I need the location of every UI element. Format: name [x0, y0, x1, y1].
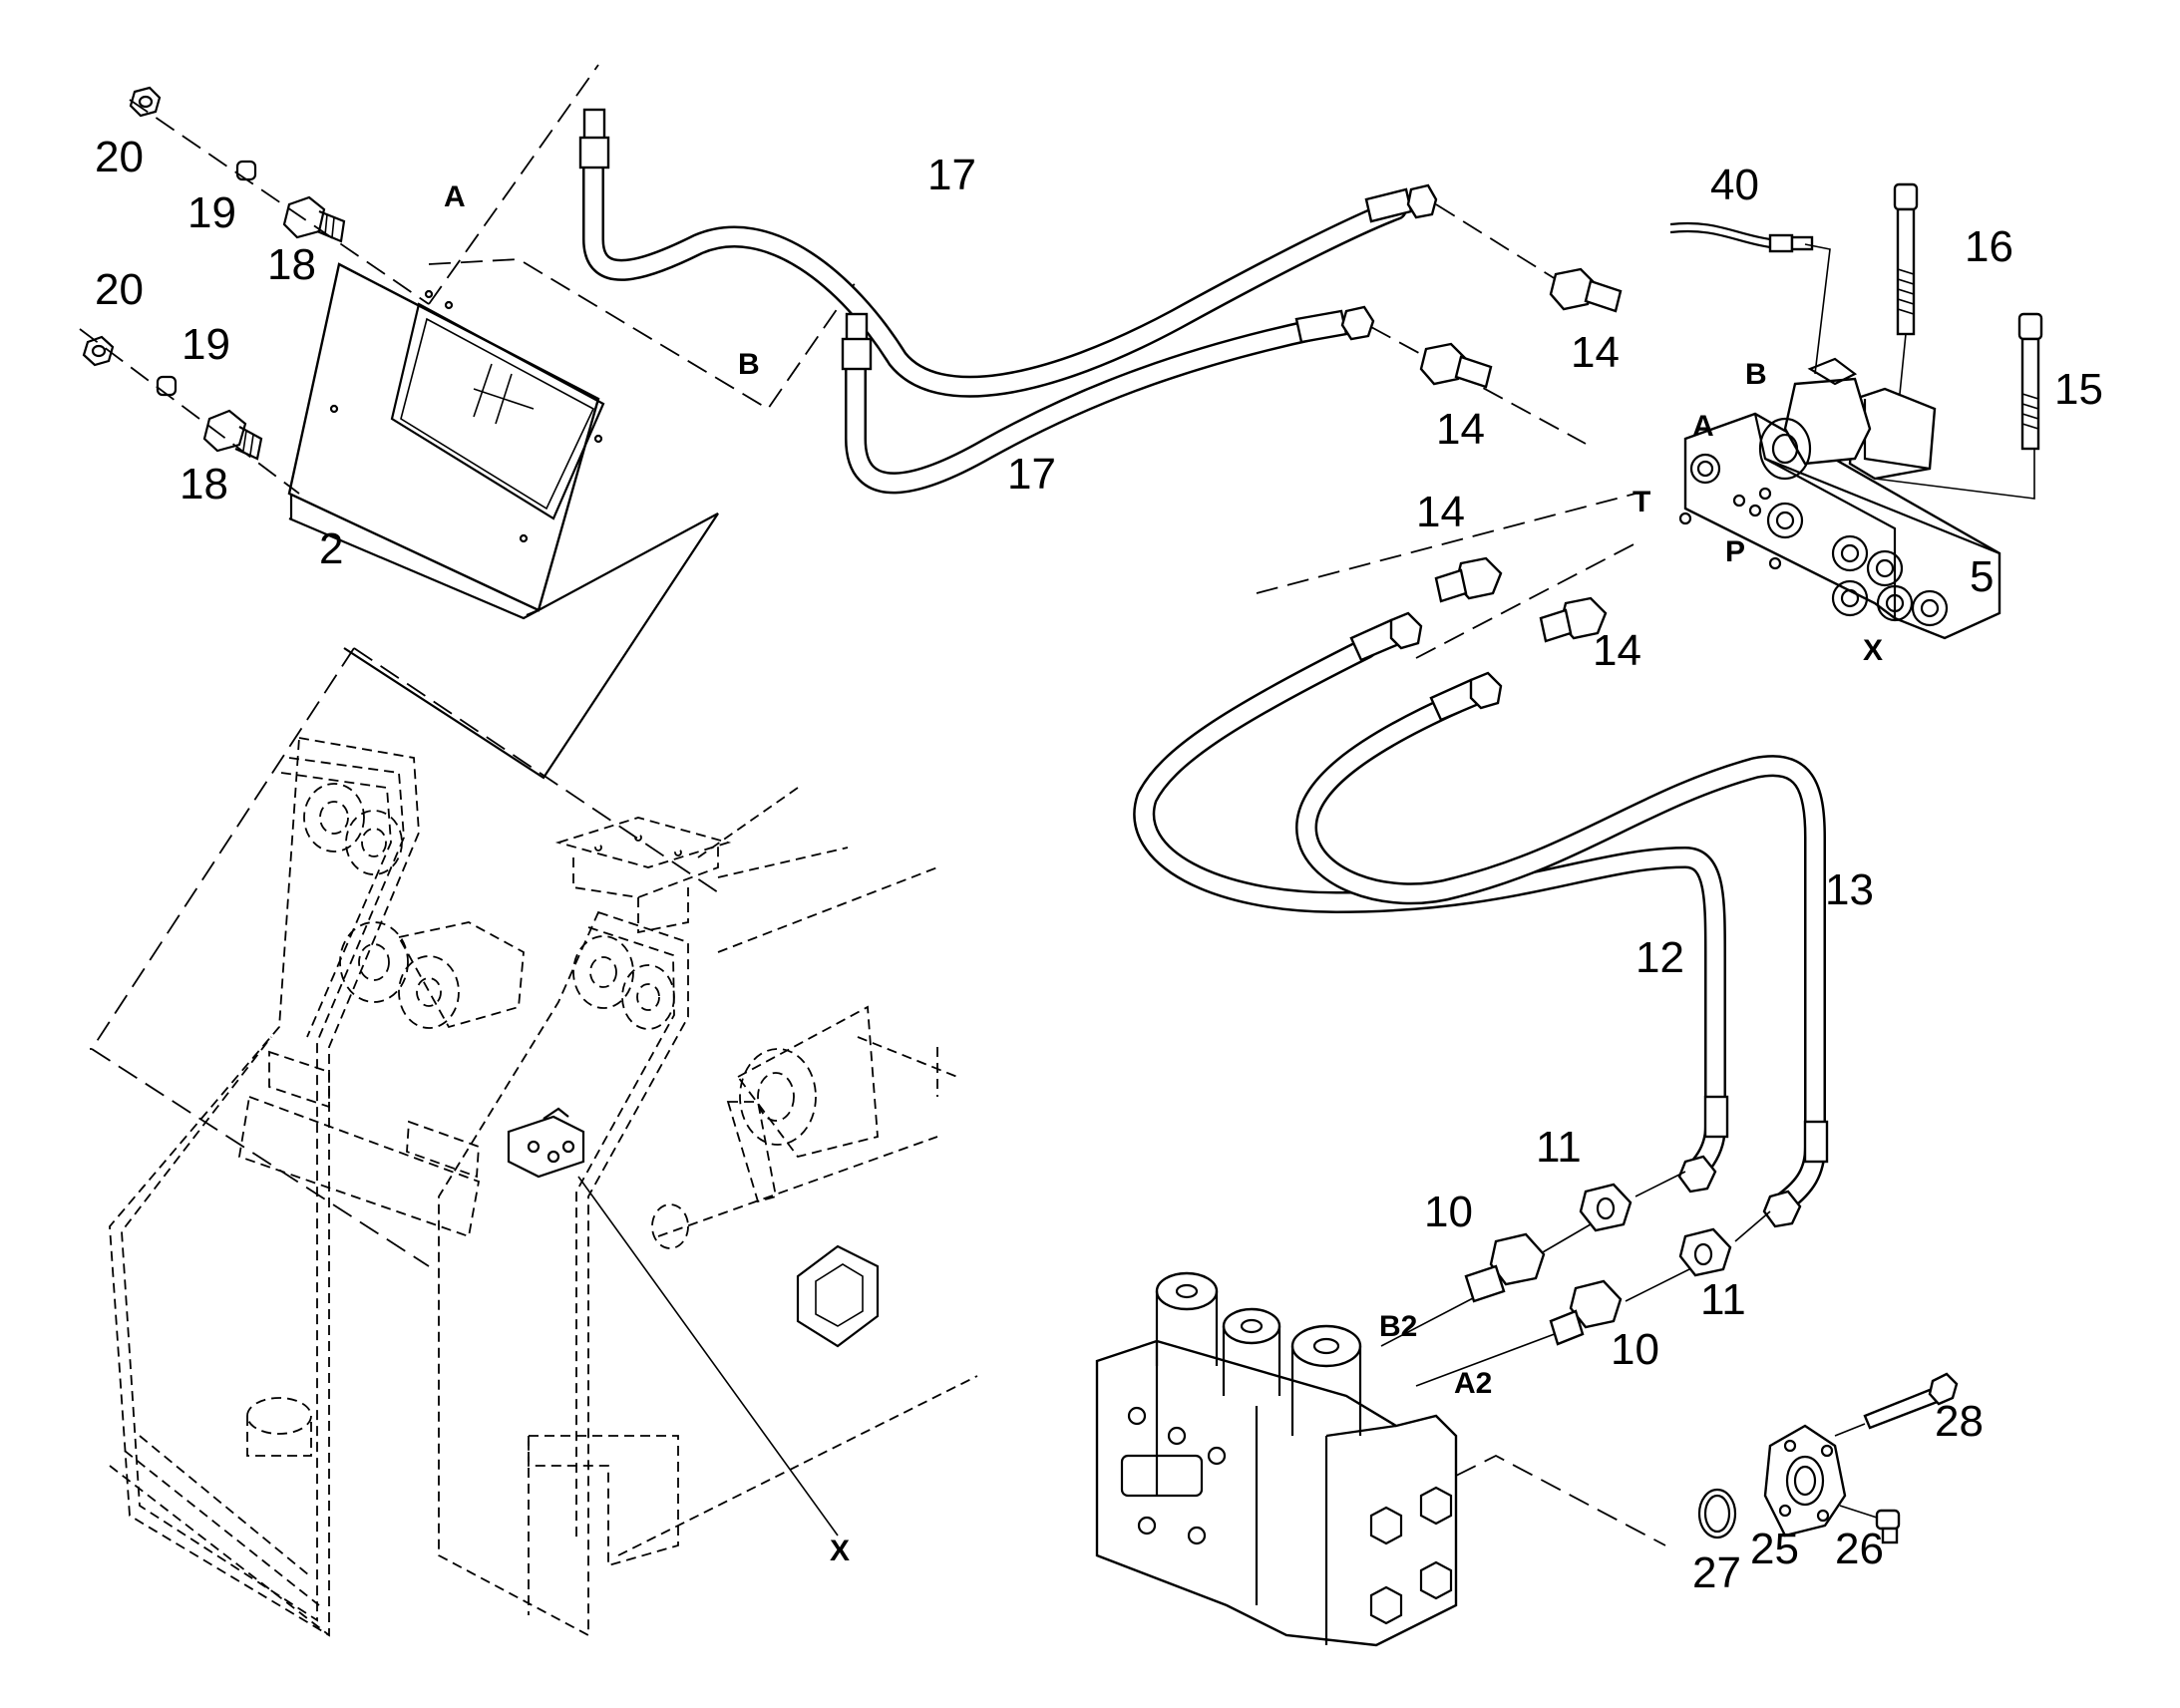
hose-end-fitting-icon: [1364, 183, 1438, 223]
valve-port-t-label: T: [1633, 486, 1650, 518]
valve-port-p-label: P: [1725, 535, 1745, 568]
panel-fasteners: [79, 86, 430, 495]
fitting-11-lower-icon: [1678, 1227, 1732, 1277]
hoses-17: [428, 64, 1438, 495]
valve-port-a-label: A: [1692, 410, 1714, 443]
flange-kit: [1697, 1372, 1959, 1544]
hose-end-fitting-icon: [578, 108, 610, 170]
frame-diverter-valve: [507, 1107, 585, 1179]
label-25: 25: [1750, 1525, 1799, 1573]
nut-20-upper-icon: [129, 86, 162, 118]
valve-port-b-label: B: [1745, 358, 1767, 391]
fitting-10-upper-icon: [1464, 1232, 1546, 1303]
label-20: 20: [95, 265, 144, 314]
label-10: 10: [1424, 1188, 1473, 1236]
o-ring-27-icon: [1697, 1488, 1737, 1539]
label-28: 28: [1935, 1397, 1984, 1446]
solenoid-valve-block: [1678, 357, 2035, 640]
label-20: 20: [95, 133, 144, 181]
part-number-labels: 20 19 18 20 19 18 2 17 17 40 16 15 14 14…: [95, 133, 2103, 1597]
control-valve-assembly: [1095, 1271, 1666, 1647]
control-panel-plate: [287, 262, 719, 780]
loader-frame: X: [90, 647, 978, 1637]
label-15: 15: [2054, 365, 2103, 414]
label-19: 19: [187, 188, 236, 237]
hoses-12-13: [1133, 611, 1829, 1228]
plug-26-icon: [1839, 1505, 1901, 1544]
label-12: 12: [1635, 933, 1684, 982]
label-40: 40: [1710, 161, 1759, 209]
flange-25-icon: [1763, 1424, 1847, 1537]
label-5: 5: [1970, 552, 1994, 601]
bolt-15: [2017, 312, 2043, 451]
label-19: 19: [182, 320, 230, 369]
stud-18-lower-icon: [202, 409, 263, 461]
label-14: 14: [1593, 626, 1641, 675]
stud-18-upper-icon: [282, 195, 346, 243]
nut-20-lower-icon: [82, 335, 115, 367]
washer-19-lower-icon: [156, 375, 178, 397]
hose-end-fitting-icon: [841, 312, 873, 371]
adapters-14: [1256, 203, 1636, 659]
port-a2-label: A2: [1454, 1367, 1492, 1400]
washer-19-upper-icon: [235, 160, 257, 181]
label-17: 17: [927, 151, 976, 199]
label-11: 11: [1536, 1123, 1582, 1172]
port-labels: A B B A T P X B2 A2: [444, 180, 1883, 1400]
hose-end-fitting-icon: [1294, 305, 1375, 344]
label-18: 18: [267, 240, 316, 289]
label-11: 11: [1700, 1275, 1746, 1324]
cable-40: [1669, 221, 1831, 375]
label-2: 2: [319, 524, 343, 573]
adapter-14-icon: [1419, 342, 1493, 389]
label-26: 26: [1835, 1525, 1884, 1573]
bolt-16: [1893, 182, 1919, 395]
label-27: 27: [1692, 1548, 1741, 1597]
label-18: 18: [180, 460, 228, 509]
valve-port-x-label: X: [1863, 634, 1883, 667]
label-10: 10: [1611, 1325, 1659, 1374]
fitting-11-upper-icon: [1579, 1183, 1633, 1232]
bolt-28-icon: [1834, 1372, 1959, 1437]
port-b-label: B: [738, 348, 760, 381]
fittings-10-11: [1380, 1171, 1771, 1387]
frame-port-x-label: X: [830, 1535, 850, 1567]
port-b2-label: B2: [1379, 1310, 1417, 1343]
label-14: 14: [1416, 488, 1465, 536]
label-13: 13: [1825, 865, 1874, 914]
label-16: 16: [1965, 222, 2013, 271]
label-17: 17: [1007, 450, 1056, 499]
adapter-14-icon: [1549, 267, 1623, 313]
label-14: 14: [1571, 328, 1620, 377]
adapter-14-icon: [1539, 596, 1608, 643]
port-a-label: A: [444, 180, 466, 213]
label-14: 14: [1436, 405, 1485, 454]
fitting-10-lower-icon: [1549, 1279, 1623, 1346]
adapter-14-icon: [1434, 556, 1503, 603]
